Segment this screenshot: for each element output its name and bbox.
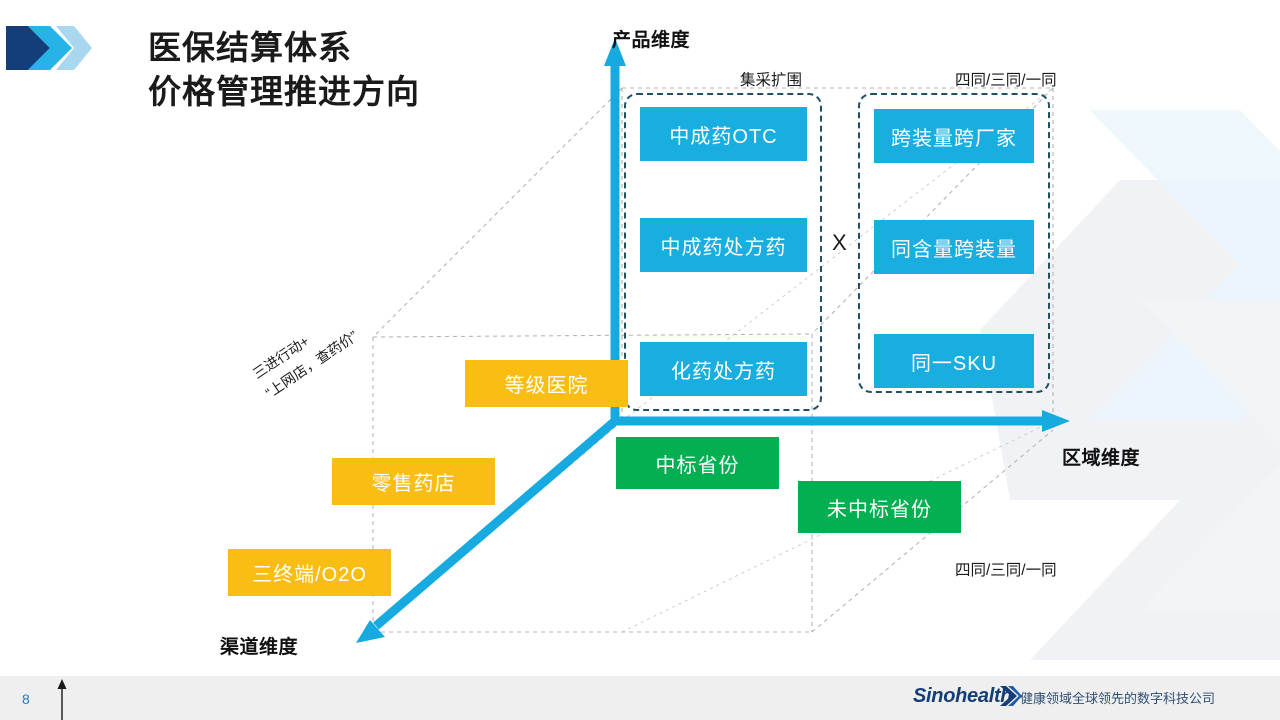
- channel-box-tier-hospital[interactable]: 等级医院: [465, 360, 628, 407]
- footer-bar: [0, 676, 1280, 720]
- page-title: 医保结算体系 价格管理推进方向: [148, 29, 420, 110]
- region-box-winning-province[interactable]: 中标省份: [616, 437, 779, 489]
- annotation-four-three-one-same-bottom: 四同/三同/一同: [955, 562, 1057, 579]
- annotation-channel-campaign: 三进行动+ “上网店，查药价”: [248, 282, 398, 404]
- annotation-procurement-expansion: 集采扩围: [740, 72, 803, 89]
- multiply-symbol: X: [832, 230, 847, 255]
- region-spec-group-frame: [858, 93, 1050, 393]
- footer-brand-name: Sinohealth: [913, 685, 1013, 707]
- product-group-frame: [624, 93, 822, 411]
- channel-box-three-terminal-o2o[interactable]: 三终端/O2O: [228, 549, 391, 596]
- channel-box-retail-pharmacy[interactable]: 零售药店: [332, 458, 495, 505]
- spec-box-same-sku[interactable]: 同一SKU: [874, 334, 1034, 388]
- product-box-chem-rx[interactable]: 化药处方药: [640, 342, 807, 396]
- axis-label-channel: 渠道维度: [220, 637, 299, 658]
- footer-tagline: 健康领域全球领先的数字科技公司: [1020, 691, 1216, 706]
- region-box-non-winning-province[interactable]: 未中标省份: [798, 481, 961, 533]
- brand-chevrons-icon: [6, 26, 92, 70]
- axis-label-region: 区域维度: [1062, 448, 1141, 469]
- axis-label-product: 产品维度: [612, 30, 691, 51]
- product-box-otc[interactable]: 中成药OTC: [640, 107, 807, 161]
- annotation-four-three-one-same-top: 四同/三同/一同: [955, 72, 1057, 89]
- page-number-arrow-icon: [57, 679, 67, 720]
- page-number: 8: [22, 691, 30, 707]
- product-box-tcm-rx[interactable]: 中成药处方药: [640, 218, 807, 272]
- spec-box-same-dose-cross-pack[interactable]: 同含量跨装量: [874, 220, 1034, 274]
- spec-box-cross-pack-cross-maker[interactable]: 跨装量跨厂家: [874, 109, 1034, 163]
- footer-chevron-icon: [1000, 686, 1022, 706]
